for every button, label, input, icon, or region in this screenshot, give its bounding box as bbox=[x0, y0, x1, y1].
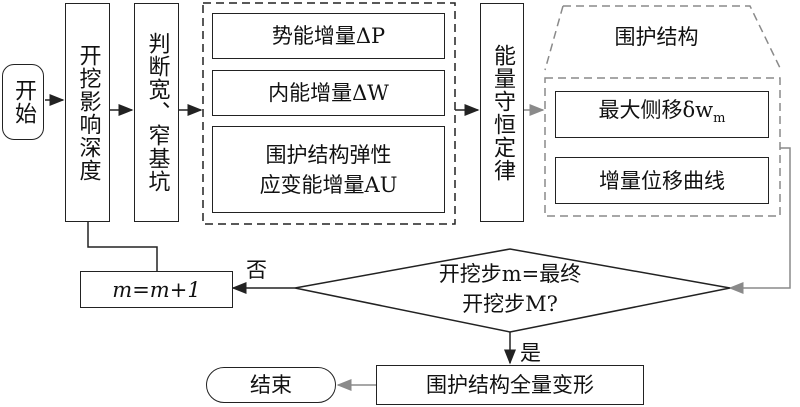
total-deformation-label: 围护结构全量变形 bbox=[426, 373, 594, 397]
max-lateral-subscript: m bbox=[713, 111, 726, 127]
edge-label-yes: 是 bbox=[520, 341, 541, 365]
energy-w-label: 内能增量ΔW bbox=[268, 81, 389, 105]
retaining-structure-group-border bbox=[544, 77, 781, 217]
start-node: 开始 bbox=[2, 64, 44, 140]
energy-w-box: 内能增量ΔW bbox=[212, 70, 445, 116]
judge-pit-label: 判断宽、窄基坑 bbox=[144, 32, 170, 193]
incremental-curve-box: 增量位移曲线 bbox=[555, 157, 769, 204]
judge-pit-box: 判断宽、窄基坑 bbox=[134, 3, 179, 222]
energy-group-border bbox=[202, 2, 456, 225]
energy-au-label-line1: 围护结构弹性 bbox=[265, 142, 392, 167]
loop-back-line bbox=[87, 222, 158, 271]
energy-conservation-label: 能量守恒定律 bbox=[490, 43, 515, 182]
max-lateral-label: 最大侧移δwm bbox=[599, 95, 726, 134]
energy-au-label-line2: 应变能增量AU bbox=[259, 172, 398, 197]
end-label: 结束 bbox=[250, 373, 292, 397]
excavation-depth-box: 开挖影响深度 bbox=[65, 3, 110, 222]
start-label: 开始 bbox=[11, 79, 36, 125]
excavation-depth-label: 开挖影响深度 bbox=[75, 43, 101, 182]
decision-label-line2: 开挖步M? bbox=[462, 292, 558, 316]
edge-label-no: 否 bbox=[246, 258, 267, 282]
retaining-structure-title: 围护结构 bbox=[614, 25, 699, 49]
increment-step-box: m=m+1 bbox=[80, 271, 233, 308]
arrow-structure-to-decision bbox=[728, 147, 791, 294]
total-deformation-box: 围护结构全量变形 bbox=[376, 365, 644, 405]
decision-label-line1: 开挖步m=最终 bbox=[438, 262, 582, 286]
decision-diamond bbox=[294, 248, 731, 333]
increment-step-label: m=m+1 bbox=[112, 277, 201, 302]
energy-p-label: 势能增量ΔP bbox=[271, 24, 386, 48]
energy-au-box: 围护结构弹性 应变能增量AU bbox=[212, 126, 445, 213]
energy-conservation-box: 能量守恒定律 bbox=[480, 3, 524, 222]
end-node: 结束 bbox=[206, 367, 336, 403]
max-lateral-text: 最大侧移δw bbox=[598, 97, 714, 122]
max-lateral-box: 最大侧移δwm bbox=[555, 91, 769, 138]
incremental-curve-label: 增量位移曲线 bbox=[599, 168, 725, 193]
retaining-structure-header-outline bbox=[563, 5, 782, 71]
energy-p-box: 势能增量ΔP bbox=[212, 13, 445, 59]
